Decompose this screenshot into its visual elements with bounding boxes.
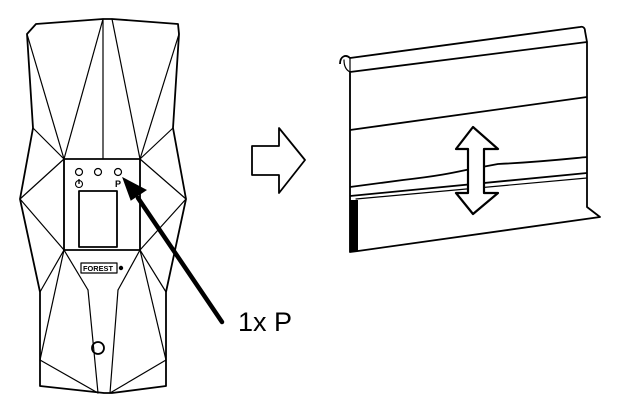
curtain-top-rail xyxy=(339,25,588,65)
callout-arrow xyxy=(122,176,225,325)
remote-display-window xyxy=(78,190,118,248)
callout-caption: 1x P xyxy=(238,307,293,337)
program-key-label: P xyxy=(115,179,121,189)
curtain-fold-line-upper xyxy=(349,96,588,131)
program-button xyxy=(113,167,123,177)
remote-control: P FOREST xyxy=(19,18,187,394)
curtain-shadow xyxy=(350,200,358,252)
power-icon xyxy=(74,179,84,189)
double-headed-vertical-arrow-icon xyxy=(454,125,500,216)
hollow-right-arrow-icon xyxy=(251,127,306,194)
curtain-fold-line-middle xyxy=(349,156,588,188)
brand-text: FOREST xyxy=(83,264,113,273)
brand-plate xyxy=(80,262,118,274)
remote-center-panel xyxy=(63,158,141,251)
brand-dot-icon xyxy=(118,265,124,271)
curtain-illustration xyxy=(339,25,601,253)
power-button xyxy=(74,167,84,177)
remote-facets xyxy=(19,18,187,394)
middle-button xyxy=(93,167,103,177)
lanyard-hole xyxy=(91,341,105,355)
